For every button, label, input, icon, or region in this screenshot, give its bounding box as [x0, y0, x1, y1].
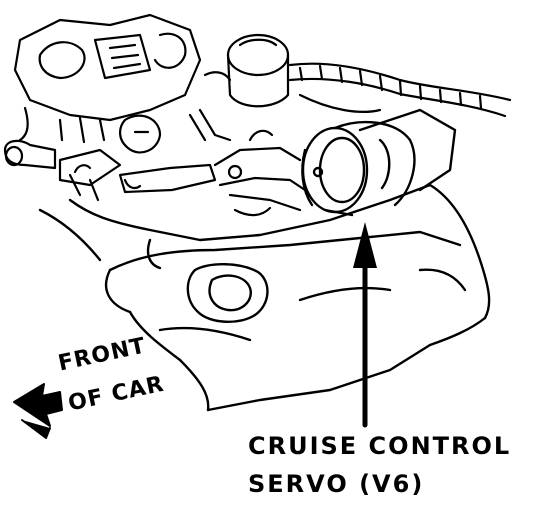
callout-arrow: [353, 222, 377, 428]
callout-label-line1: CRUISE CONTROL: [248, 432, 512, 460]
cruise-control-servo: [301, 108, 457, 217]
throttle-linkage: [188, 108, 307, 217]
air-intake-hoses: [203, 33, 512, 118]
front-arrow: [13, 383, 63, 439]
up-pointing-arrow-icon: [353, 222, 377, 268]
callout-label-line2: SERVO (V6): [248, 470, 425, 498]
left-pointing-arrow-icon: [13, 383, 63, 427]
carburetor-assembly: [3, 13, 217, 202]
intake-manifold: [38, 183, 491, 412]
